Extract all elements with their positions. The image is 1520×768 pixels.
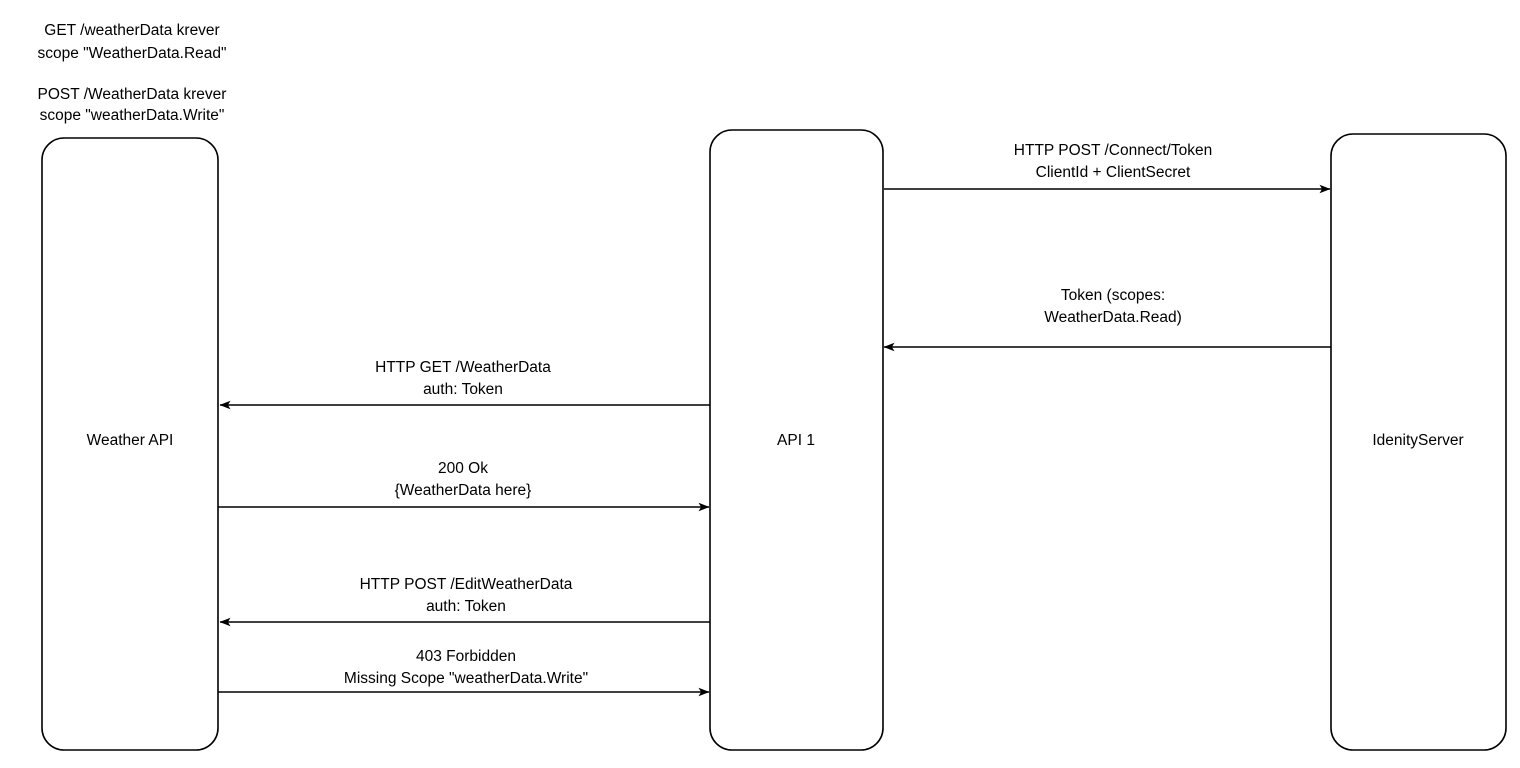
message-403-forbidden-line-2: Missing Scope "weatherData.Write" [344, 670, 588, 687]
message-200-ok-line-2: {WeatherData here} [395, 482, 532, 499]
lifeline-identity-server-label: IdenityServer [1372, 432, 1463, 449]
note-get-scope-line-2: scope "WeatherData.Read" [37, 45, 226, 62]
message-token-response-line-2: WeatherData.Read) [1044, 309, 1182, 326]
note-post-scope: POST /WeatherData krever scope "weatherD… [38, 86, 227, 124]
note-post-scope-line-2: scope "weatherData.Write" [40, 107, 225, 124]
lifeline-identity-server-box[interactable] [1330, 133, 1507, 751]
lifeline-identity-server[interactable]: IdenityServer [1330, 133, 1507, 751]
message-200-ok-line-1: 200 Ok [438, 460, 488, 477]
message-403-forbidden[interactable]: 403 Forbidden Missing Scope "weatherData… [218, 648, 710, 697]
message-token-request-line-1: HTTP POST /Connect/Token [1014, 142, 1212, 159]
message-post-editweatherdata-line-2: auth: Token [426, 598, 506, 615]
message-get-weatherdata[interactable]: HTTP GET /WeatherData auth: Token [219, 359, 710, 410]
message-403-forbidden-line-1: 403 Forbidden [416, 648, 516, 665]
lifeline-weather-api[interactable]: Weather API [41, 137, 219, 751]
message-get-weatherdata-line-2: auth: Token [423, 381, 503, 398]
message-token-request-line-2: ClientId + ClientSecret [1036, 164, 1191, 181]
note-get-scope: GET /weatherData krever scope "WeatherDa… [37, 22, 226, 62]
message-get-weatherdata-line-1: HTTP GET /WeatherData [375, 359, 551, 376]
message-token-response-line-1: Token (scopes: [1061, 287, 1165, 304]
message-200-ok[interactable]: 200 Ok {WeatherData here} [218, 460, 710, 512]
note-post-scope-line-1: POST /WeatherData krever [38, 86, 227, 103]
note-get-scope-line-1: GET /weatherData krever [44, 22, 219, 39]
lifeline-weather-api-label: Weather API [87, 432, 174, 449]
lifeline-api-1-box[interactable] [709, 129, 884, 751]
message-post-editweatherdata-line-1: HTTP POST /EditWeatherData [360, 576, 573, 593]
lifeline-api-1[interactable]: API 1 [709, 129, 884, 751]
message-post-editweatherdata[interactable]: HTTP POST /EditWeatherData auth: Token [219, 576, 710, 627]
lifeline-api-1-label: API 1 [777, 432, 815, 449]
message-token-response[interactable]: Token (scopes: WeatherData.Read) [883, 287, 1331, 352]
message-token-request[interactable]: HTTP POST /Connect/Token ClientId + Clie… [884, 142, 1331, 194]
lifeline-weather-api-box[interactable] [41, 137, 219, 751]
